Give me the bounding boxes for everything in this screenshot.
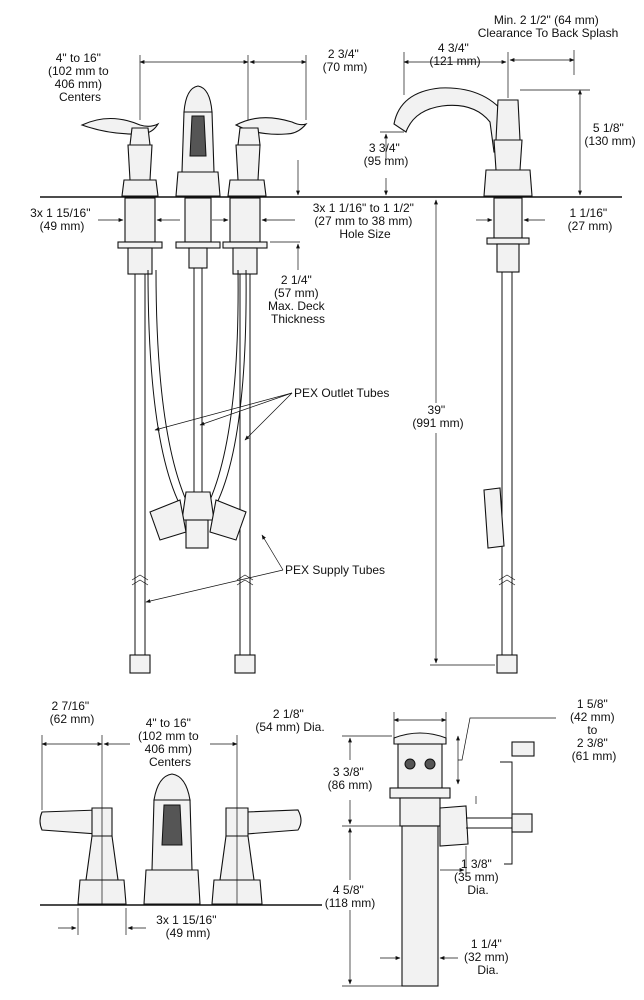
- left-shank-dimension: 3x 1 15/16" (49 mm): [30, 206, 180, 233]
- pex-supply-callout: PEX Supply Tubes: [145, 534, 385, 603]
- stopper-height-label: 1 5/8" (42 mm) to 2 3/8" (61 mm): [570, 697, 618, 763]
- pivot-dia-dimension: 1 3/8" (35 mm) Dia.: [439, 796, 502, 897]
- pex-supply-label: PEX Supply Tubes: [285, 563, 385, 577]
- right-handle: [227, 117, 308, 197]
- deck-thickness-dimension: 2 1/4" (57 mm) Max. Deck Thickness: [268, 160, 328, 326]
- stopper-height-dimension: 1 5/8" (42 mm) to 2 3/8" (61 mm): [456, 697, 618, 785]
- left-shank: [117, 197, 163, 275]
- hole-size-dimension: 3x 1 1/16" to 1 1/2" (27 mm to 38 mm) Ho…: [212, 201, 418, 241]
- tube-length-dimension: 39" (991 mm): [408, 199, 495, 666]
- bottom-left-valve: [39, 807, 127, 905]
- tail-length-dimension: 4 5/8" (118 mm): [325, 827, 402, 987]
- reach-label: 4 3/4" (121 mm): [429, 41, 480, 68]
- spout-height-label: 3 3/4" (95 mm): [364, 141, 409, 168]
- tail-dia-label: 1 1/4" (32 mm) Dia.: [464, 937, 512, 977]
- side-faucet: [393, 87, 533, 674]
- pex-connector: [149, 491, 247, 549]
- body-height-dimension: 3 3/8" (86 mm): [328, 735, 400, 827]
- reach-dimension: 4 3/4" (121 mm): [403, 41, 509, 98]
- drain-body: [389, 732, 535, 987]
- front-view-bottom: 2 7/16" (62 mm) 4" to 16" (102 mm to 406…: [39, 699, 322, 940]
- overall-height-dimension: 5 1/8" (130 mm): [520, 89, 636, 196]
- body-height-label: 3 3/8" (86 mm): [328, 765, 373, 792]
- clearance-label: Min. 2 1/2" (64 mm) Clearance To Back Sp…: [478, 13, 619, 40]
- left-handle: [80, 117, 160, 197]
- side-shank-dimension: 1 1/16" (27 mm): [476, 206, 612, 233]
- side-shank-label: 1 1/16" (27 mm): [568, 206, 613, 233]
- pex-outlet-callout: PEX Outlet Tubes: [154, 386, 389, 441]
- bottom-right-valve: [211, 807, 302, 905]
- pex-outlet-label: PEX Outlet Tubes: [294, 386, 389, 400]
- left-shank-label: 3x 1 15/16" (49 mm): [30, 206, 94, 233]
- centers-dimension: 4" to 16" (102 mm to 406 mm) Centers: [48, 51, 249, 120]
- stopper-dia-dimension: 2 1/8" (54 mm) Dia.: [255, 707, 447, 740]
- centers-label: 4" to 16" (102 mm to 406 mm) Centers: [48, 51, 112, 104]
- overall-height-label: 5 1/8" (130 mm): [584, 121, 635, 148]
- stopper-dia-label: 2 1/8" (54 mm) Dia.: [255, 707, 324, 734]
- pivot-dia-label: 1 3/8" (35 mm) Dia.: [454, 857, 502, 897]
- tail-dia-dimension: 1 1/4" (32 mm) Dia.: [380, 937, 512, 977]
- base-spacing-dimension: 3x 1 15/16" (49 mm): [58, 908, 220, 940]
- tail-length-label: 4 5/8" (118 mm): [325, 883, 375, 910]
- base-spacing-label: 3x 1 15/16" (49 mm): [156, 913, 220, 940]
- spout-offset-dimension: 2 3/4" (70 mm): [249, 47, 368, 120]
- right-shank: [222, 197, 268, 275]
- spout-offset-label: 2 3/4" (70 mm): [323, 47, 368, 74]
- spout-height-dimension: 3 3/4" (95 mm): [364, 131, 409, 196]
- bottom-centers-label: 4" to 16" (102 mm to 406 mm) Centers: [138, 716, 202, 769]
- hole-size-label: 3x 1 1/16" to 1 1/2" (27 mm to 38 mm) Ho…: [313, 201, 418, 241]
- bottom-centers-dimension: 4" to 16" (102 mm to 406 mm) Centers: [103, 715, 238, 905]
- outlet-tubes: [147, 268, 247, 506]
- drain-assembly: 2 1/8" (54 mm) Dia. 1 5/8" (42 mm) to 2 …: [255, 697, 618, 987]
- side-view-top: Min. 2 1/2" (64 mm) Clearance To Back Sp…: [364, 13, 636, 674]
- bottom-spout: [143, 773, 201, 905]
- clearance-dimension: Min. 2 1/2" (64 mm) Clearance To Back Sp…: [478, 13, 619, 75]
- center-shank: [175, 197, 221, 269]
- handle-offset-label: 2 7/16" (62 mm): [50, 699, 95, 726]
- deck-thickness-label: 2 1/4" (57 mm) Max. Deck Thickness: [268, 273, 328, 326]
- center-spout: [175, 85, 221, 197]
- front-view-top: 4" to 16" (102 mm to 406 mm) Centers 2 3…: [30, 47, 622, 674]
- supply-tubes: [129, 274, 256, 674]
- tube-length-label: 39" (991 mm): [412, 403, 463, 430]
- handle-offset-dimension: 2 7/16" (62 mm): [41, 699, 103, 905]
